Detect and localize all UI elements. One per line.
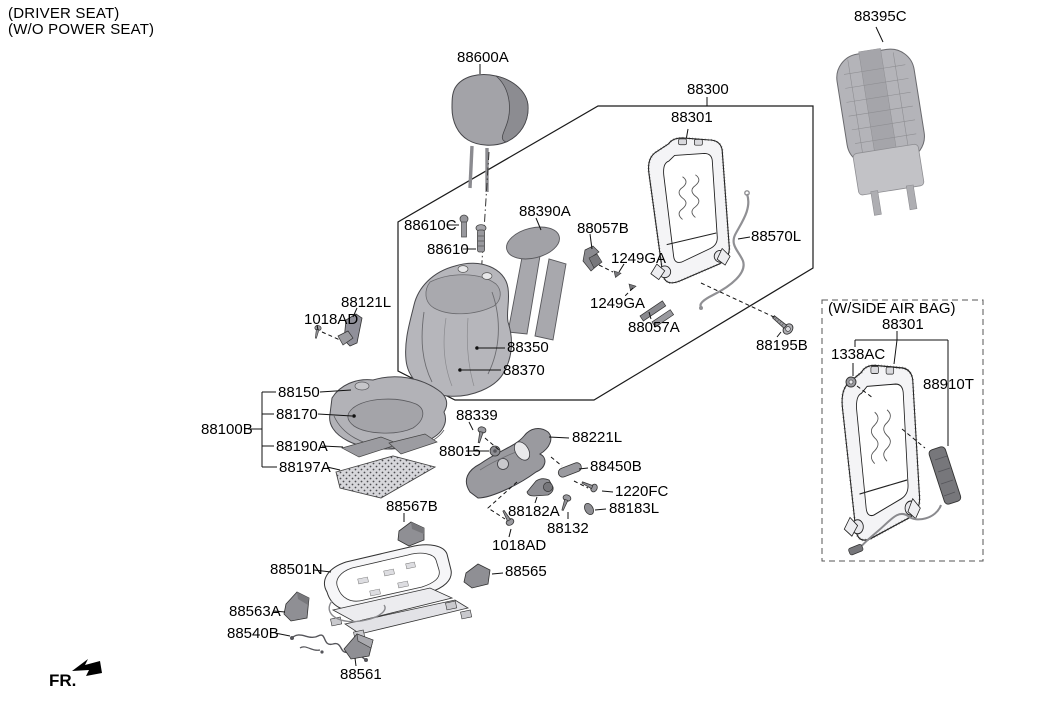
nut-1338AC — [845, 376, 857, 388]
label-88150: 88150 — [278, 384, 320, 401]
label-88190A: 88190A — [276, 438, 328, 455]
label-88057A: 88057A — [628, 319, 680, 336]
label-88057B: 88057B — [577, 220, 629, 237]
label-88197A: 88197A — [279, 459, 331, 476]
headrest-drawing — [451, 74, 529, 192]
back-board-drawing — [836, 48, 925, 216]
dashed-leaders — [321, 264, 926, 520]
label-1338AC: 1338AC — [831, 346, 886, 363]
label-88540B: 88540B — [227, 625, 279, 642]
label-88565: 88565 — [505, 563, 547, 580]
inset-title-side-airbag: (W/SIDE AIR BAG) — [828, 300, 956, 317]
fr-direction-arrow — [72, 659, 102, 676]
label-88610: 88610 — [427, 241, 469, 258]
label-1249GA-lower: 1249GA — [590, 295, 646, 312]
label-88350: 88350 — [507, 339, 549, 356]
bracket-88563A — [283, 591, 310, 622]
assembly-boundary-88300 — [397, 105, 814, 401]
bolt-88195B — [769, 312, 796, 337]
label-88300: 88300 — [687, 81, 729, 98]
strip-88450B — [557, 462, 582, 478]
cap-88183L — [584, 502, 594, 516]
label-88450B: 88450B — [590, 458, 642, 475]
label-1018AD-1: 1018AD — [304, 311, 359, 328]
label-88121L: 88121L — [341, 294, 392, 311]
seat-track-frame-drawing — [323, 544, 473, 640]
label-88170: 88170 — [276, 406, 318, 423]
label-88395C: 88395C — [854, 8, 907, 25]
label-88561: 88561 — [340, 666, 382, 683]
screw-88132 — [558, 493, 573, 512]
side-airbag-frame-drawing — [840, 363, 922, 542]
label-1220FC: 1220FC — [615, 483, 669, 500]
label-88183L: 88183L — [609, 500, 660, 517]
label-88910T: 88910T — [923, 376, 974, 393]
headrest-guide-pins — [459, 214, 487, 253]
label-88339: 88339 — [456, 407, 498, 424]
side-airbag-panel-border — [821, 299, 984, 562]
label-88567B: 88567B — [386, 498, 438, 515]
shield-cover-88221L — [465, 428, 552, 499]
label-1018AD-2: 1018AD — [492, 537, 547, 554]
label-88182A: 88182A — [508, 503, 560, 520]
label-88301-airbag: 88301 — [882, 316, 924, 333]
label-88563A: 88563A — [229, 603, 281, 620]
heater-mat-88197A — [335, 455, 437, 499]
bracket-88567B — [397, 521, 425, 547]
fr-label: FR. — [49, 671, 77, 690]
bracket-88565 — [463, 563, 491, 589]
title-wo-power-seat: (W/O POWER SEAT) — [8, 21, 155, 38]
bracket-88121L — [337, 313, 363, 347]
label-88195B: 88195B — [756, 337, 808, 354]
bracket-88561 — [343, 633, 374, 660]
label-88600A: 88600A — [457, 49, 509, 66]
seatback-pad-drawing — [506, 226, 567, 341]
label-1249GA-upper: 1249GA — [611, 250, 667, 267]
cushion-pad-88190A — [341, 433, 438, 458]
bracket-88057A — [639, 300, 675, 328]
label-88570L: 88570L — [751, 228, 802, 245]
title-driver-seat: (DRIVER SEAT) — [8, 5, 120, 22]
seatback-cushion-drawing — [405, 262, 512, 397]
handle-88182A — [526, 478, 554, 497]
label-88301-main: 88301 — [671, 109, 713, 126]
cushion-cover-drawing — [329, 376, 448, 450]
airbag-module-drawing — [848, 446, 962, 556]
screw-88339 — [474, 425, 488, 444]
label-88100B: 88100B — [201, 421, 253, 438]
label-88390A: 88390A — [519, 203, 571, 220]
label-88132: 88132 — [547, 520, 589, 537]
label-88501N: 88501N — [270, 561, 323, 578]
label-88221L: 88221L — [572, 429, 623, 446]
label-88610C: 88610C — [404, 217, 457, 234]
label-88370: 88370 — [503, 362, 545, 379]
label-88015: 88015 — [439, 443, 481, 460]
wire-harness-88570L — [699, 190, 750, 310]
sensor-bracket-88057B — [582, 245, 603, 272]
